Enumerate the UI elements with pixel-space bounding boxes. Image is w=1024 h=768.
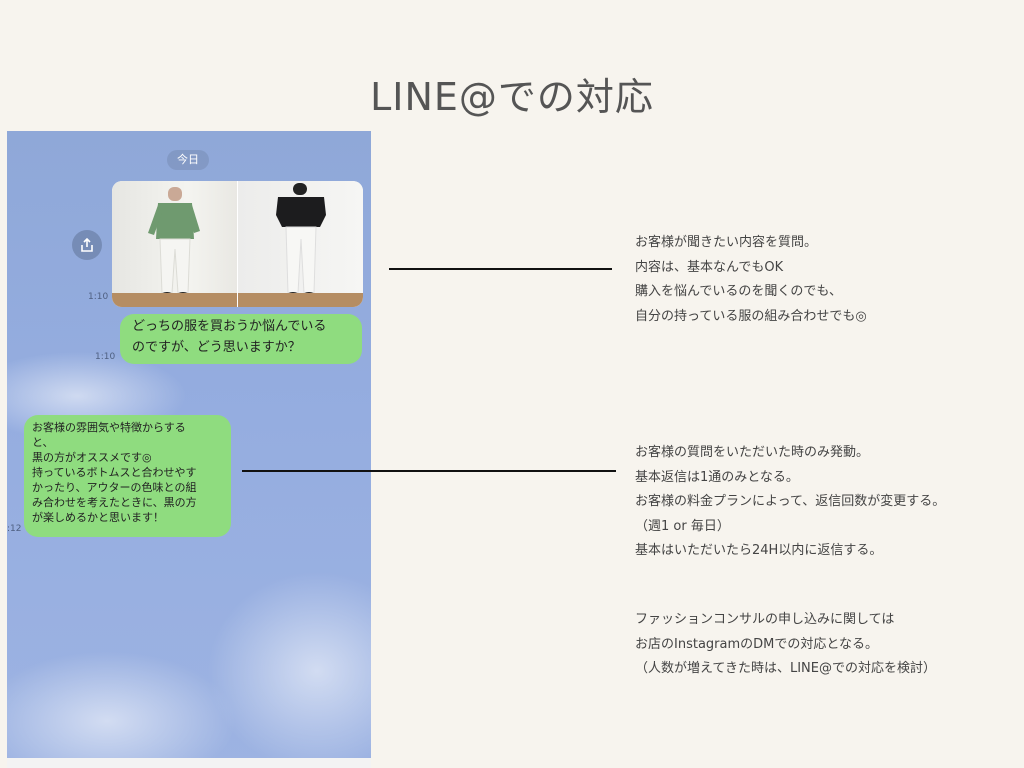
note-line: お客様の質問をいただいた時のみ発動。 <box>635 445 870 460</box>
outfit-photo-green[interactable] <box>112 181 237 307</box>
note-line: 基本返信は1通のみとなる。 <box>635 469 799 485</box>
date-separator: 今日 <box>167 150 209 170</box>
timestamp: :12 <box>7 524 22 534</box>
floor <box>112 293 237 307</box>
line-chat-screenshot: 今日 <box>7 131 371 768</box>
connector-line <box>389 268 612 270</box>
slide-title: LINE@での対応 <box>370 75 654 119</box>
timestamp: 1:10 <box>88 292 109 302</box>
cloud-decoration <box>7 651 237 768</box>
sent-message-bubble[interactable]: どっちの服を買おうか悩んでいる のですが、どう思いますか？ <box>120 314 362 364</box>
note-line: お店のInstagramのDMでの対応となる。 <box>635 636 878 652</box>
note-line: ファッションコンサルの申し込みに関しては <box>635 612 895 627</box>
photo-message[interactable] <box>112 181 363 307</box>
input-bar <box>7 758 371 768</box>
received-message-bubble[interactable]: お客様の雰囲気や特徴からする と、 黒の方がオススメです◎ 持っているボトムスと… <box>24 415 231 537</box>
note-consult: ファッションコンサルの申し込みに関しては お店のInstagramのDMでの対応… <box>635 608 936 682</box>
note-line: お客様が聞きたい内容を質問。 <box>635 235 818 250</box>
floor <box>238 293 363 307</box>
note-line: 購入を悩んでいるのを聞くのでも、 <box>635 284 842 299</box>
note-line: お客様の料金プランによって、返信回数が変更する。 <box>635 494 946 509</box>
note-line: 自分の持っている服の組み合わせでも◎ <box>635 308 867 324</box>
connector-line <box>242 470 616 472</box>
share-icon[interactable] <box>72 230 102 260</box>
note-line: （週1 or 毎日） <box>635 518 730 534</box>
timestamp: 1:10 <box>95 352 116 362</box>
received-message-text: お客様の雰囲気や特徴からする と、 黒の方がオススメです◎ 持っているボトムスと… <box>32 421 197 524</box>
note-question: お客様が聞きたい内容を質問。 内容は、基本なんでもOK 購入を悩んでいるのを聞く… <box>635 231 867 329</box>
note-reply: お客様の質問をいただいた時のみ発動。 基本返信は1通のみとなる。 お客様の料金プ… <box>635 441 945 564</box>
sent-message-text: どっちの服を買おうか悩んでいる のですが、どう思いますか？ <box>132 319 327 355</box>
cloud-decoration <box>207 571 371 768</box>
note-line: 内容は、基本なんでもOK <box>635 259 784 275</box>
outfit-photo-black[interactable] <box>238 181 363 307</box>
note-line: 基本はいただいたら24H以内に返信する。 <box>635 543 883 558</box>
note-line: （人数が増えてきた時は、LINE@での対応を検討） <box>635 661 936 676</box>
